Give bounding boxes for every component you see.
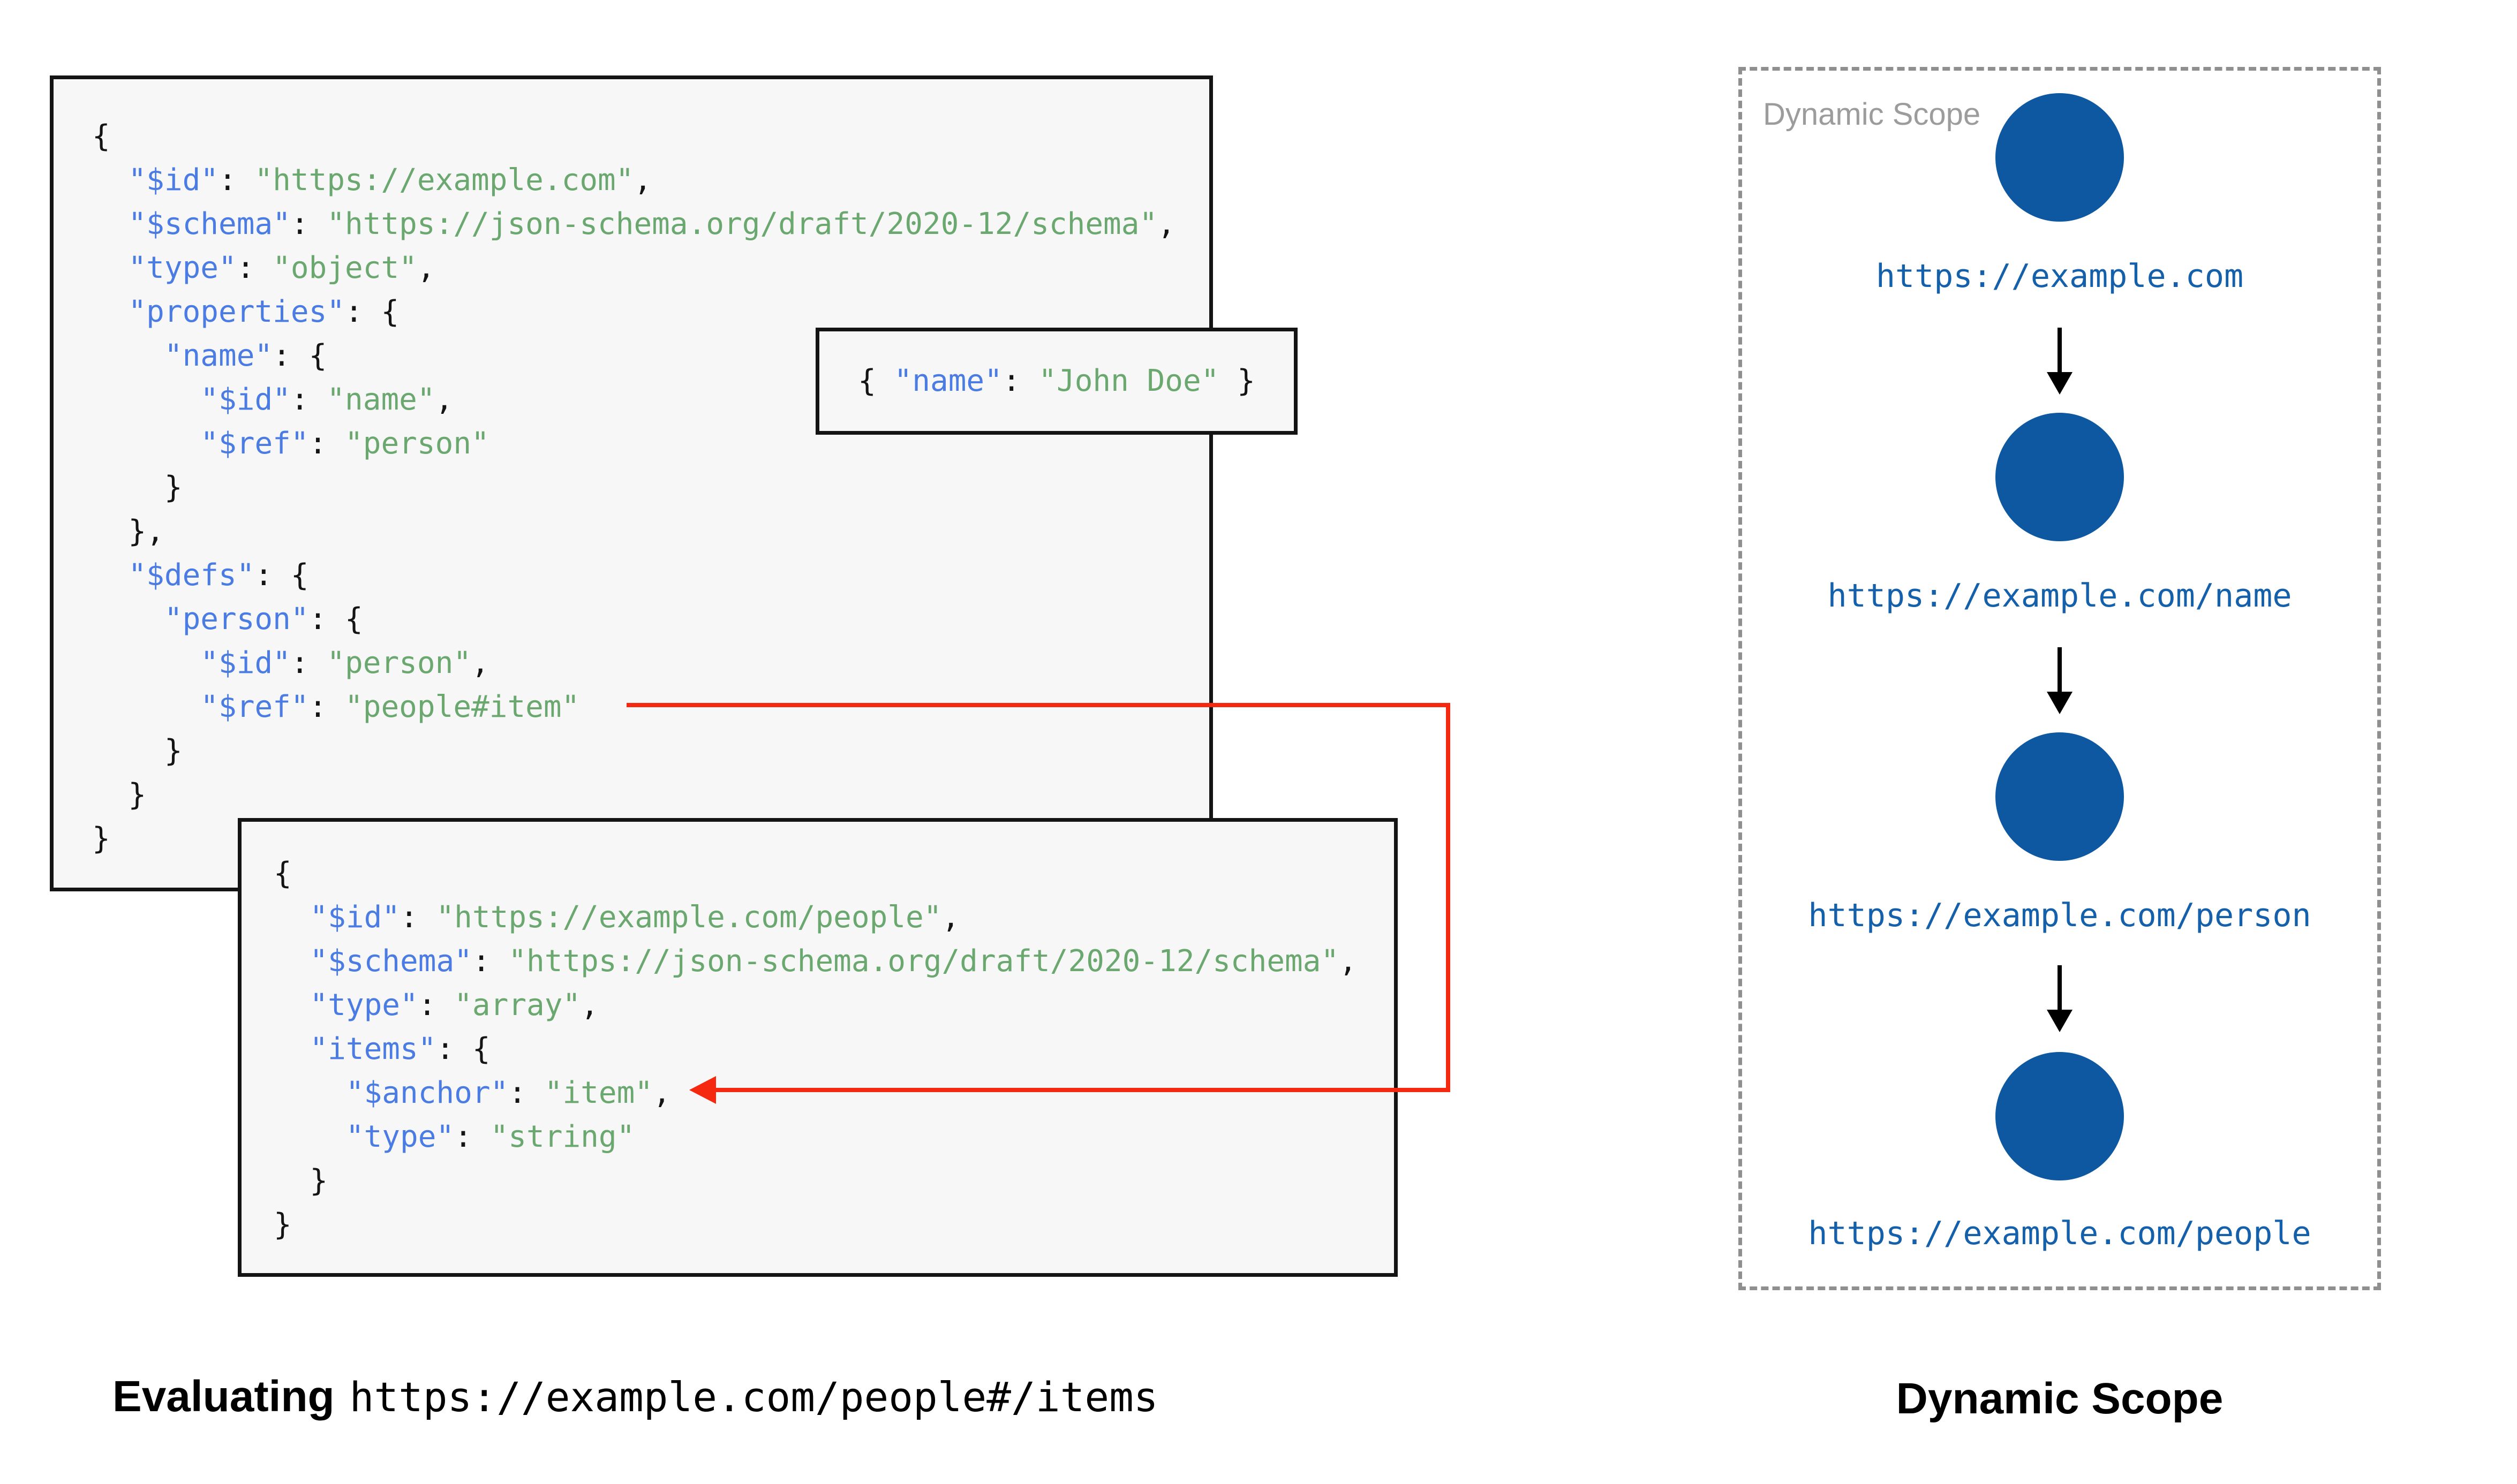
ref-arrow-segment-bottom: [714, 1088, 1450, 1092]
flow-arrow-shaft-3: [2058, 965, 2062, 1010]
caption-evaluating-uri: https://example.com/people#/items: [349, 1373, 1158, 1421]
flow-arrow-shaft-1: [2058, 328, 2062, 373]
flow-arrow-head-icon-2: [2047, 692, 2073, 714]
scope-node-url-1: https://example.com: [1875, 258, 2244, 295]
caption-dynamic-scope: Dynamic Scope: [1896, 1374, 2224, 1423]
instance-box: { "name": "John Doe" }: [816, 328, 1298, 435]
ref-arrow-segment-right: [1446, 703, 1450, 1092]
flow-arrow-head-icon-1: [2047, 372, 2073, 395]
schema-box-people: { "$id": "https://example.com/people", "…: [238, 818, 1398, 1277]
caption-evaluating-prefix: Evaluating: [112, 1372, 335, 1421]
schema-box-main: { "$id": "https://example.com", "$schema…: [50, 75, 1213, 891]
scope-node-url-3: https://example.com/person: [1808, 897, 2311, 934]
ref-arrow-segment-top: [627, 703, 1450, 707]
schema-code-main: { "$id": "https://example.com", "$schema…: [92, 119, 1175, 856]
instance-code: { "name": "John Doe" }: [858, 364, 1255, 398]
schema-code-people: { "$id": "https://example.com/people", "…: [274, 856, 1357, 1242]
flow-arrow-shaft-2: [2058, 647, 2062, 692]
scope-node-url-2: https://example.com/name: [1827, 577, 2292, 615]
ref-arrowhead-icon: [689, 1076, 716, 1104]
flow-arrow-head-icon-3: [2047, 1010, 2073, 1032]
scope-node-circle-3: [1995, 732, 2124, 861]
scope-node-circle-2: [1995, 413, 2124, 541]
scope-node-circle-4: [1995, 1052, 2124, 1180]
scope-node-url-4: https://example.com/people: [1808, 1215, 2311, 1252]
caption-evaluating: Evaluating https://example.com/people#/i…: [112, 1372, 1158, 1422]
scope-node-circle-1: [1995, 93, 2124, 222]
dynamic-scope-watermark: Dynamic Scope: [1763, 97, 1981, 132]
